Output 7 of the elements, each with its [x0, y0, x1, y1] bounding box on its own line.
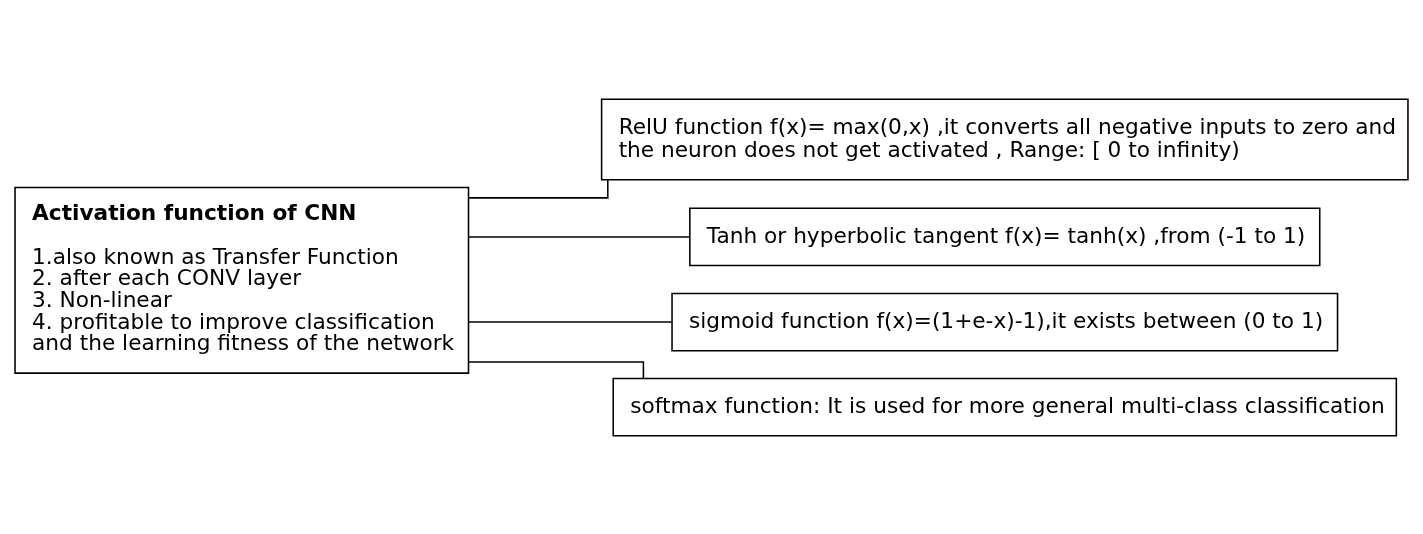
- node-box: Activation function of CNN 1.also known as Transfer Function 2. after each CONV layer 3. Non-linear 4. profitable to improve classification and the learning fitness of the network: [14, 186, 470, 374]
- connector: [467, 320, 673, 323]
- connector: [467, 235, 690, 238]
- node-box: Tanh or hyperbolic tangent f(x)= tanh(x) ,from (-1 to 1): [689, 207, 1321, 266]
- node-box: RelU function f(x)= max(0,x) ,it converts all negative inputs to zero and the neuron does not get activated , Range: [ 0 to infinity): [600, 97, 1409, 180]
- node-box: sigmoid function f(x)=(1+e-x)-1),it exists between (0 to 1): [671, 292, 1339, 351]
- node-box: softmax function: It is used for more general multi-class classification: [612, 377, 1398, 437]
